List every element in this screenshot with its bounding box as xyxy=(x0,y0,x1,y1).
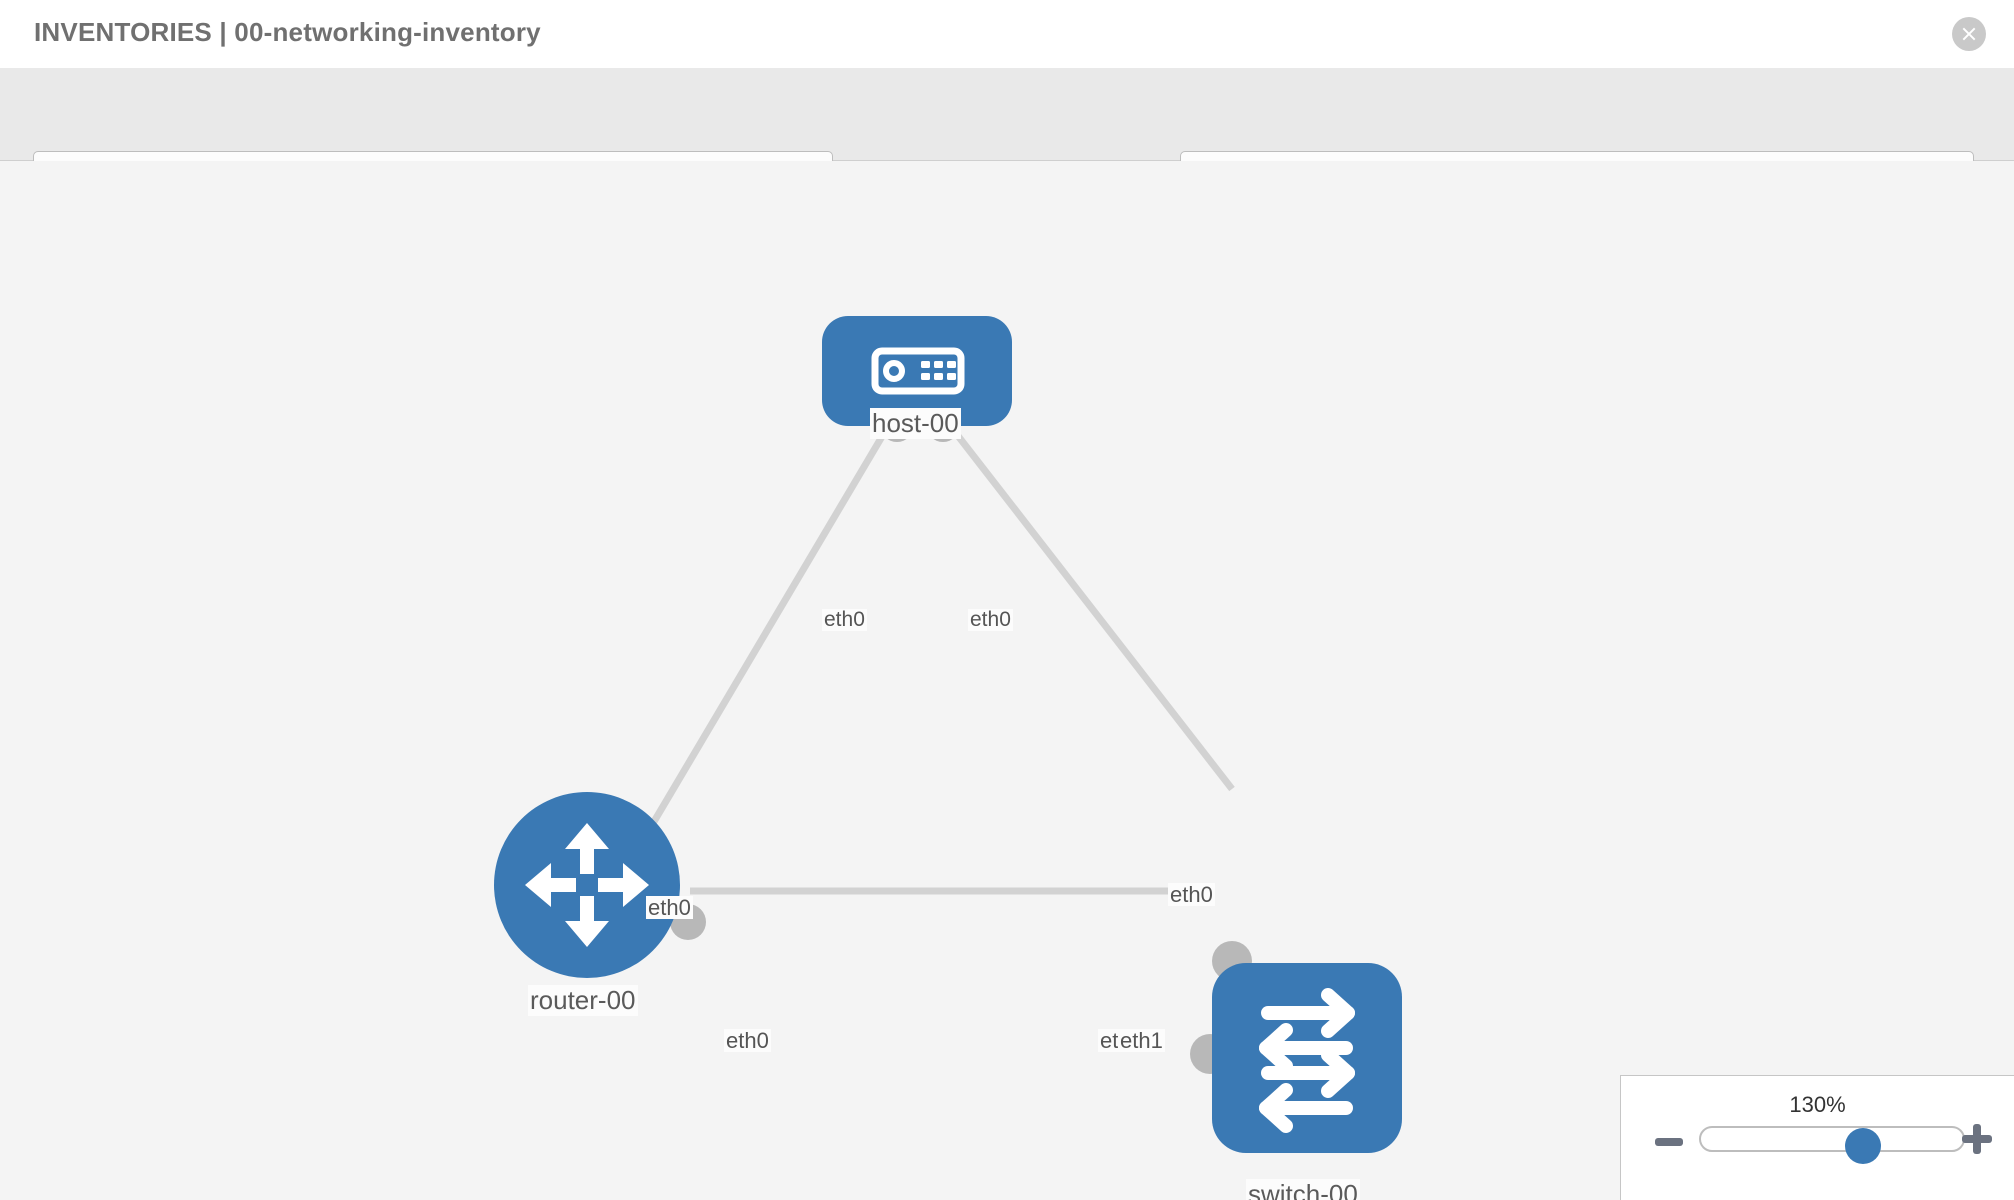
page-title: INVENTORIES | 00-networking-inventory xyxy=(34,17,541,47)
node-switch-00[interactable]: switch-00 xyxy=(1190,921,1420,1200)
edge-label-switch-00-eth1: eth1 xyxy=(1118,1028,1165,1053)
topology-links xyxy=(616,420,1235,895)
node-router-00[interactable]: router-00 xyxy=(494,792,724,1022)
toolbar: ACTIONS SEARCH xyxy=(0,68,2014,209)
node-host-00-label: host-00 xyxy=(870,408,961,439)
node-host-00-shape[interactable] xyxy=(822,316,1012,426)
node-switch-00-shape[interactable] xyxy=(1212,963,1402,1153)
link-host00-router00 xyxy=(616,421,894,881)
edge-label-router-00-eth0-right: eth0 xyxy=(724,1028,771,1053)
window-header: INVENTORIES | 00-networking-inventory xyxy=(0,0,2014,69)
edge-label-router-00-eth0-upper: eth0 xyxy=(646,895,693,920)
edge-label-host-00-eth0-right: eth0 xyxy=(968,608,1013,632)
zoom-out-button[interactable] xyxy=(1655,1138,1683,1146)
router-arrows-icon xyxy=(525,823,649,947)
edge-label-host-00-eth0-left: eth0 xyxy=(822,608,867,632)
zoom-slider-thumb[interactable] xyxy=(1845,1128,1881,1164)
topology-canvas[interactable]: host-00 eth0 eth0 xyxy=(0,161,2014,1200)
node-router-00-label: router-00 xyxy=(528,985,638,1016)
zoom-level-value: 130% xyxy=(1789,1092,1846,1117)
edge-label-switch-00-eth0-overlap: et xyxy=(1098,1028,1121,1053)
zoom-slider-track[interactable] xyxy=(1699,1126,1965,1152)
node-host-00[interactable]: host-00 xyxy=(822,316,1012,506)
link-host00-switch00 xyxy=(945,420,1235,792)
node-router-00-shape[interactable] xyxy=(494,792,680,978)
zoom-control-panel: 130% xyxy=(1620,1075,2014,1200)
close-icon[interactable] xyxy=(1952,17,1986,51)
zoom-in-button[interactable] xyxy=(1962,1124,1992,1154)
edge-label-switch-00-eth0-upper: eth0 xyxy=(1168,882,1215,907)
server-icon xyxy=(871,347,965,395)
switch-arrows-icon xyxy=(1259,988,1355,1133)
node-switch-00-label: switch-00 xyxy=(1246,1179,1360,1200)
